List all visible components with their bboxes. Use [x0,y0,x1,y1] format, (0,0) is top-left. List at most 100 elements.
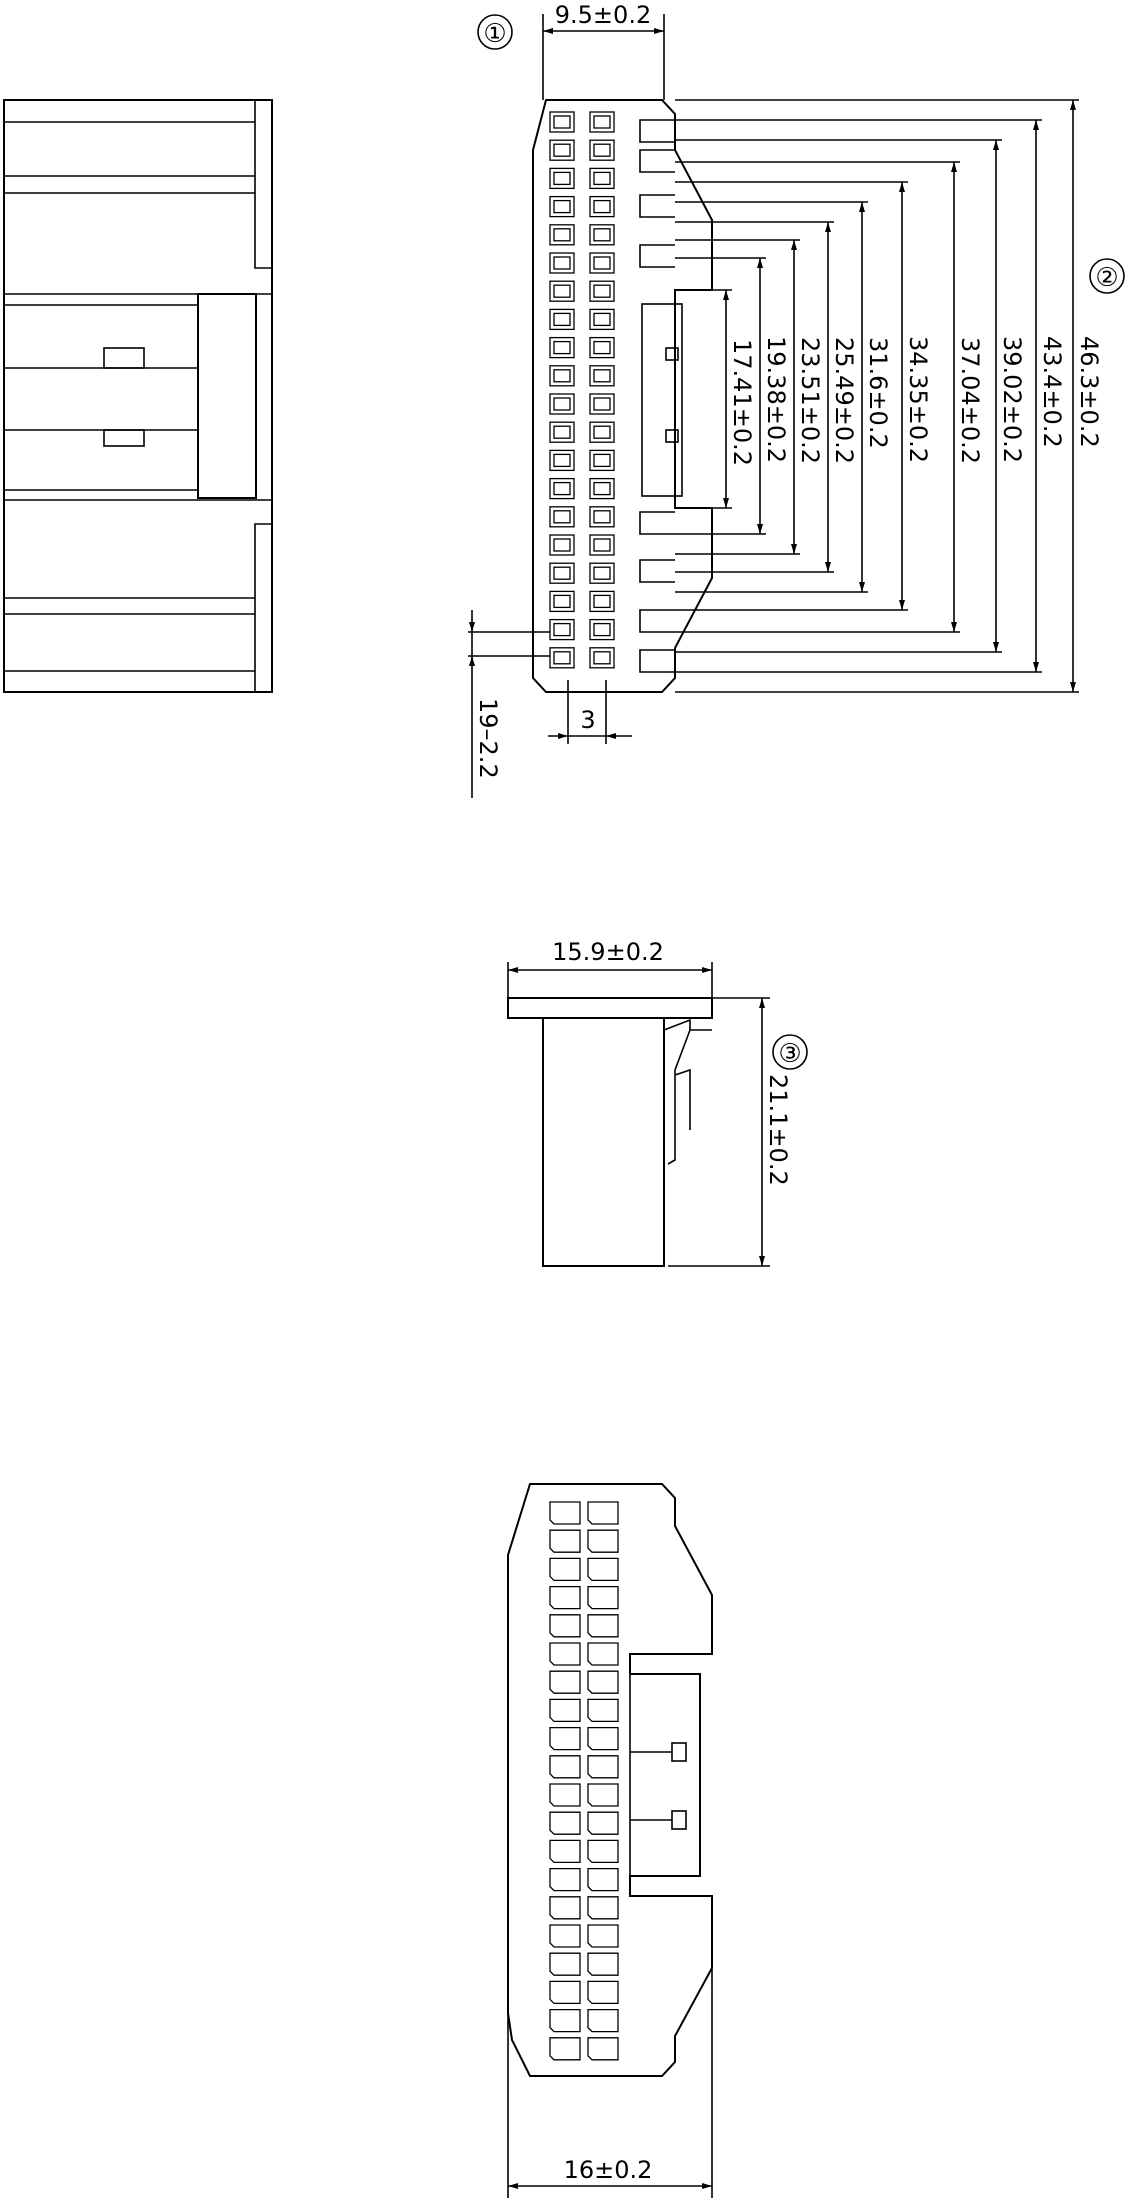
pin-cavity [587,1557,619,1582]
height-dimension-label: 34.35±0.2 [904,336,932,463]
svg-text:②: ② [1095,263,1118,293]
pin-cavity [549,1670,581,1694]
height-dimension: 43.4±0.2 [675,119,1066,673]
pin-cavity [587,1896,619,1920]
pin-cavity [587,1783,619,1807]
pin-cavity [589,477,615,500]
pin-cavity [587,1501,619,1525]
pitch-dimension: 3 [548,680,632,744]
pin-cavity [589,167,615,190]
height-dimension: 23.51±0.2 [675,239,824,555]
pin-cavity [549,1642,581,1666]
pin-cavity [587,1952,619,1976]
pin-cavity [549,195,575,218]
pin-cavity [549,477,575,500]
height-dimension-label: 37.04±0.2 [956,337,984,464]
height-dimension-label: 23.51±0.2 [796,337,824,464]
pin-cavity [549,1980,581,2005]
latch-slots [639,119,675,673]
svg-text:①: ① [483,19,506,49]
pin-cavity [589,280,615,302]
latch-slot [639,244,675,268]
pin-cavity [549,1557,581,1582]
top-width-label: 9.5±0.2 [555,1,651,29]
pin-cavity [549,1585,581,1610]
pin-cavity [589,562,615,584]
pin-cavity [549,449,575,472]
pin-cavity [549,365,575,387]
height-dimension: 31.6±0.2 [675,201,892,593]
pin-cavity [549,506,575,528]
pin-cavity [549,1614,581,1638]
latch-slot [639,649,675,673]
latch-slot [639,511,675,535]
pin-cavity [549,618,575,641]
pin-cavity [549,139,575,161]
height-dimension-label: 25.49±0.2 [830,337,858,464]
front-view [532,99,713,693]
side-height-label: 21.1±0.2 [764,1074,792,1186]
pin-cavity [549,1501,581,1525]
pin-cavity [587,1980,619,2005]
latch-slot [639,119,675,143]
pin-cavity [589,195,615,218]
pin-cavity [549,280,575,302]
pin-cavity [589,224,615,246]
height-dimension: 39.02±0.2 [675,139,1026,653]
pin-cavity [549,252,575,274]
pin-cavity [549,2008,581,2033]
callout-2: ② [1089,258,1125,294]
pin-cavity [587,1839,619,1864]
pin-cavity [549,167,575,190]
pin-cavity [589,590,615,613]
pin-cavity [549,1726,581,1751]
pin-cavity [587,2037,619,2061]
pin-cavity [549,1755,581,1779]
pin-cavity [549,1783,581,1807]
pin-cavity [549,421,575,443]
top-width-dimension: 9.5±0.2 [542,1,665,100]
pin-cavity [589,308,615,331]
bottom-width-label: 16±0.2 [564,2156,653,2184]
pin-cavity [589,618,615,641]
height-dimension: 19.38±0.2 [675,257,790,535]
height-dimension-label: 46.3±0.2 [1075,336,1103,448]
height-dimension: 37.04±0.2 [675,161,984,633]
height-dimension: 25.49±0.2 [675,221,858,573]
height-dimension-label: 19.38±0.2 [762,336,790,463]
side-pitch-label: 19–2.2 [474,698,502,779]
height-dimension-label: 17.41±0.2 [728,339,756,466]
pin-cavity [587,1670,619,1694]
pin-cavity [589,506,615,528]
pin-cavity [589,139,615,161]
pin-cavity [587,1726,619,1751]
pin-cavity [549,1896,581,1920]
pin-grid [549,111,615,669]
bottom-view [507,1483,713,2077]
pin-cavity [549,308,575,331]
pin-cavity [587,1585,619,1610]
pin-cavity [589,647,615,669]
pin-cavity [549,336,575,359]
pin-cavity [549,224,575,246]
pin-cavity [549,1867,581,1892]
pin-cavity [549,534,575,556]
pin-cavity [549,1811,581,1835]
pin-cavity [549,1839,581,1864]
pin-cavity [549,1924,581,1948]
left-side-view [3,99,273,693]
height-dimension-label: 43.4±0.2 [1038,336,1066,448]
bottom-width-dimension: 16±0.2 [507,1968,713,2198]
height-dimension: 34.35±0.2 [675,181,932,611]
height-dimensions: 46.3±0.2 43.4±0.2 39.02±0.237.04±0.2 34.35±… [675,99,1103,693]
pin-cavity [549,590,575,613]
pin-cavity [549,1698,581,1723]
pin-cavity [589,393,615,415]
pitch-label: 3 [580,706,595,734]
pin-cavity [587,2008,619,2033]
bottom-pin-grid [549,1501,619,2061]
latch-slot [639,609,675,633]
pin-cavity [549,562,575,584]
pin-cavity [549,393,575,415]
